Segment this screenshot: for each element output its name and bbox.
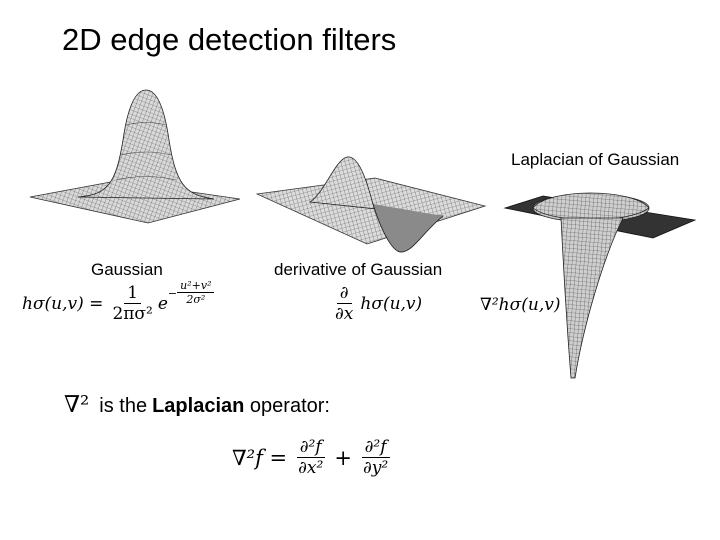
laplacian-of-gaussian-surface-plot — [503, 192, 697, 379]
gaussian-formula-numerator: 1 — [124, 284, 142, 304]
gaussian-formula-denominator: 2πσ² — [112, 303, 153, 324]
laplacian-term-x: ∂²f ∂x² — [295, 438, 326, 478]
plus-sign: + — [334, 446, 352, 471]
term-x-numerator: ∂²f — [296, 438, 325, 458]
gaussian-formula-lhs: hσ(u,v) = — [22, 294, 104, 315]
laplacian-of-gaussian-label: Laplacian of Gaussian — [511, 150, 680, 169]
nabla-squared-symbol: ∇² — [64, 392, 90, 418]
gaussian-surface-plot — [29, 89, 241, 224]
derivative-of-gaussian-label: derivative of Gaussian — [274, 260, 443, 279]
derivative-of-gaussian-surface-plot — [255, 156, 487, 253]
laplacian-text-bold: Laplacian — [152, 395, 245, 417]
laplacian-term-y: ∂²f ∂y² — [360, 438, 391, 478]
derivative-formula-rhs: hσ(u,v) — [360, 294, 423, 315]
gaussian-formula-base: e — [157, 294, 168, 315]
laplacian-equation: ∇²f = ∂²f ∂x² + ∂²f ∂y² — [232, 438, 391, 478]
partial-fraction: ∂ ∂x — [332, 284, 356, 324]
derivative-formula: ∂ ∂x hσ(u,v) — [332, 284, 422, 324]
gaussian-formula-fraction: 1 2πσ² — [109, 284, 155, 324]
slide-title: 2D edge detection filters — [62, 22, 397, 57]
log-formula: ∇²hσ(u,v) — [480, 295, 561, 315]
gaussian-label: Gaussian — [91, 260, 163, 279]
laplacian-equation-lhs: ∇²f = — [232, 446, 288, 471]
exponent-denominator: 2σ² — [186, 292, 206, 306]
laplacian-text-before: is the — [99, 395, 148, 417]
laplacian-description: ∇² is the Laplacian operator: — [64, 392, 330, 418]
partial-numerator: ∂ — [336, 284, 352, 304]
partial-denominator: ∂x — [335, 303, 354, 324]
gaussian-formula-exponent: − u²+v² 2σ² — [167, 279, 215, 306]
laplacian-text-after: operator: — [244, 395, 330, 417]
gaussian-formula: hσ(u,v) = 1 2πσ² e − u²+v² 2σ² — [22, 279, 215, 324]
exponent-sign: − — [167, 286, 178, 300]
term-x-denominator: ∂x² — [298, 457, 324, 478]
term-y-numerator: ∂²f — [361, 438, 390, 458]
exponent-numerator: u²+v² — [177, 279, 215, 293]
term-y-denominator: ∂y² — [362, 457, 389, 478]
